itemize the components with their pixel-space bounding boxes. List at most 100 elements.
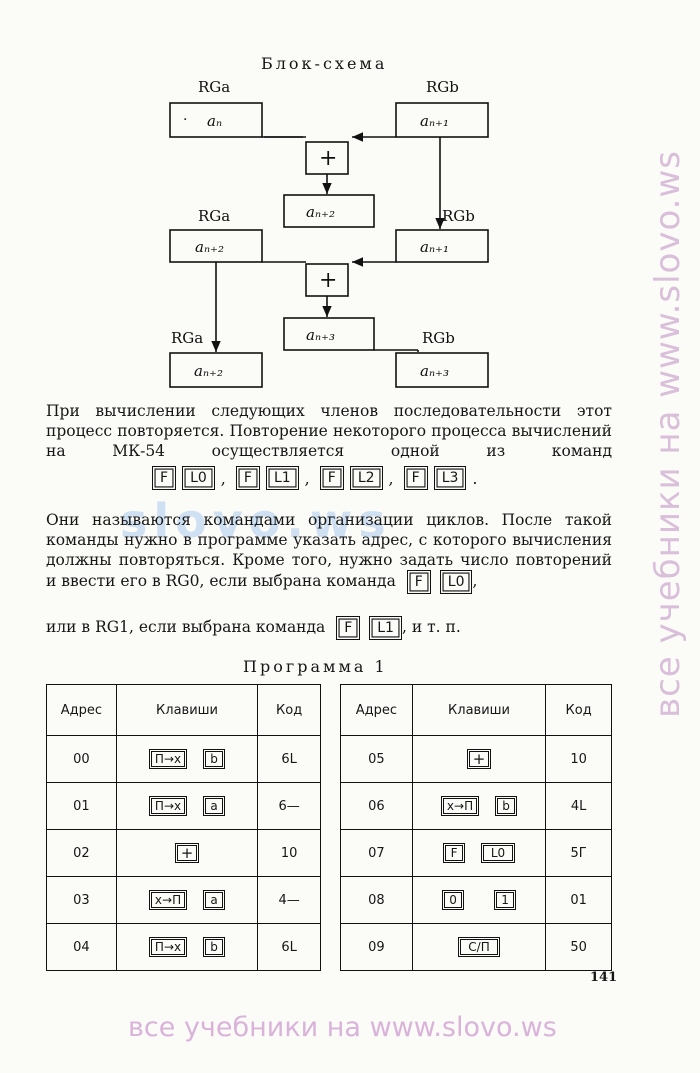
- svg-text:·: ·: [183, 112, 187, 128]
- separator: ,: [220, 468, 226, 488]
- svg-text:+: +: [319, 268, 337, 293]
- header-code: Код: [545, 684, 612, 736]
- svg-text:aₙ₊₃: aₙ₊₃: [420, 362, 449, 380]
- cell-addr: 03: [46, 876, 117, 924]
- key: 1: [494, 890, 517, 910]
- key: x→П: [440, 796, 480, 816]
- box-result-2: [283, 317, 375, 351]
- watermark-center: slovo.ws: [120, 494, 392, 548]
- svg-text:RGb: RGb: [442, 207, 475, 225]
- key: С/П: [458, 937, 500, 957]
- key-l1: L1: [265, 466, 299, 490]
- scheme-title: Блок-схема: [261, 54, 388, 73]
- key: +: [466, 749, 492, 769]
- separator: ,: [304, 468, 310, 488]
- cell-keys: П→x b: [115, 735, 259, 783]
- box-rgb-2: [395, 229, 489, 263]
- cell-addr: 05: [340, 735, 413, 783]
- end-period: .: [472, 468, 478, 488]
- key: +: [174, 843, 200, 863]
- box-rga-3: [169, 352, 263, 388]
- key-l0: L0: [182, 466, 215, 490]
- cell-keys: С/П: [411, 923, 547, 971]
- key-f: F: [319, 466, 344, 490]
- separator: ,: [388, 468, 394, 488]
- watermark-bottom: все учебники на www.slovo.ws: [128, 1012, 557, 1043]
- svg-text:aₙ₊₂: aₙ₊₂: [195, 238, 224, 256]
- key: П→x: [148, 937, 188, 957]
- tail-text: , и т. п.: [401, 618, 461, 636]
- cycle-commands: F L0 , F L1 , F L2 , F L3 .: [152, 466, 478, 490]
- cell-addr: 02: [46, 829, 117, 877]
- cell-code: 5Г: [545, 829, 612, 877]
- cell-addr: 08: [340, 876, 413, 924]
- key-l0: L0: [439, 570, 473, 594]
- header-keys: Клавиши: [115, 684, 259, 736]
- header-addr: Адрес: [340, 684, 413, 736]
- cell-keys: x→П b: [411, 782, 547, 830]
- key: П→x: [148, 749, 188, 769]
- key-l3: L3: [433, 466, 467, 490]
- cell-addr: 00: [46, 735, 117, 783]
- comma: ,: [472, 572, 478, 590]
- label-rgb-1: RGb: [426, 78, 459, 96]
- cell-code: 10: [257, 829, 321, 877]
- cell-code: 50: [545, 923, 612, 971]
- svg-text:aₙ₊₁: aₙ₊₁: [420, 238, 449, 256]
- cell-code: 10: [545, 735, 612, 783]
- label-rga-1: RGa: [198, 78, 230, 96]
- cell-keys: +: [411, 735, 547, 783]
- key: b: [203, 937, 226, 957]
- page-number: 141: [590, 970, 618, 985]
- paragraph-3-text: или в RG1, если выбрана команда: [46, 618, 326, 636]
- cell-code: 6—: [257, 782, 321, 830]
- cell-addr: 09: [340, 923, 413, 971]
- cell-code: 01: [545, 876, 612, 924]
- cell-addr: 06: [340, 782, 413, 830]
- table-row: 09 С/П 50: [340, 923, 612, 971]
- key: b: [495, 796, 518, 816]
- cell-addr: 04: [46, 923, 117, 971]
- key-f: F: [235, 466, 260, 490]
- cell-code: 6L: [257, 923, 321, 971]
- key: x→П: [148, 890, 188, 910]
- key: b: [203, 749, 226, 769]
- key-f: F: [406, 570, 431, 594]
- key-l1: L1: [369, 616, 402, 640]
- box-rgb-3: [395, 352, 489, 388]
- block-scheme-diagram: RGa RGb · aₙ aₙ₊₁ + aₙ₊₂ RGa RGb aₙ₊₂ aₙ…: [169, 78, 489, 388]
- key-f: F: [336, 616, 361, 640]
- paragraph-2-text: Они называются командами организации цик…: [46, 511, 612, 590]
- svg-text:aₙ: aₙ: [207, 112, 222, 130]
- key: a: [203, 796, 226, 816]
- cell-keys: П→x b: [115, 923, 259, 971]
- cell-keys: F L0: [411, 829, 547, 877]
- key-f: F: [152, 466, 177, 490]
- paragraph-1: При вычислении следующих членов последов…: [46, 402, 612, 460]
- key: F: [443, 843, 466, 863]
- svg-text:aₙ₊₁: aₙ₊₁: [420, 112, 449, 130]
- cell-code: 4L: [545, 782, 612, 830]
- box-result-1: [283, 194, 375, 228]
- cell-code: 4—: [257, 876, 321, 924]
- cell-addr: 07: [340, 829, 413, 877]
- table-row: 04 П→x b 6L: [46, 923, 321, 971]
- box-rga-1: [169, 102, 263, 138]
- key: L0: [481, 843, 516, 863]
- table-row: 07 F L0 5Г: [340, 829, 612, 877]
- paragraph-2: Они называются командами организации цик…: [46, 510, 612, 594]
- svg-text:RGa: RGa: [171, 329, 203, 347]
- header-addr: Адрес: [46, 684, 117, 736]
- program-title: Программа 1: [243, 657, 388, 676]
- header-code: Код: [257, 684, 321, 736]
- table-row: 02 + 10: [46, 829, 321, 877]
- svg-text:+: +: [319, 146, 337, 171]
- box-rgb-1: [395, 102, 489, 138]
